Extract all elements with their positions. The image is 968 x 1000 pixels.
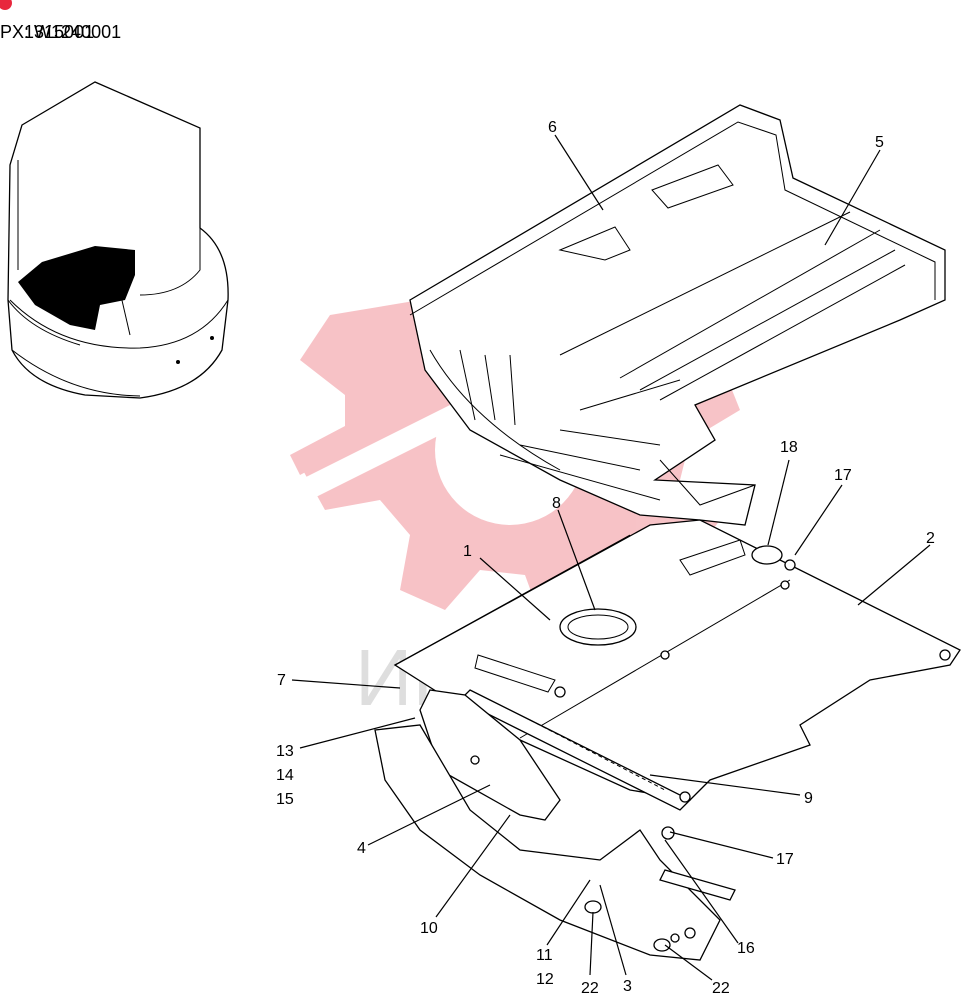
callout-5: 5 xyxy=(875,134,884,151)
callout-22-right: 22 xyxy=(712,980,730,997)
callout-18: 18 xyxy=(780,439,798,456)
callout-22-left: 22 xyxy=(581,980,599,997)
callout-12: 12 xyxy=(536,971,554,988)
callout-6: 6 xyxy=(548,119,557,136)
callout-13: 13 xyxy=(276,743,294,760)
callout-9: 9 xyxy=(804,790,813,807)
part-6-floor-mat xyxy=(409,104,946,526)
machine-inset-thumbnail xyxy=(7,81,229,399)
serial-number-2: PX1315001 xyxy=(0,22,95,42)
callout-labels: 1 2 3 4 5 6 7 8 9 10 11 12 13 14 15 16 1… xyxy=(276,119,935,997)
part-4-side-cover xyxy=(419,689,561,821)
serial-number-1: : W1240001 xyxy=(0,0,121,62)
callout-15: 15 xyxy=(276,791,294,808)
red-marker-icon xyxy=(0,0,12,10)
callout-17-lower: 17 xyxy=(776,851,794,868)
leader-lines xyxy=(291,134,931,981)
callout-7: 7 xyxy=(277,672,286,689)
callout-4: 4 xyxy=(357,840,366,857)
callout-11: 11 xyxy=(536,947,553,964)
callout-2: 2 xyxy=(926,530,935,547)
callout-14: 14 xyxy=(276,767,294,784)
callout-3: 3 xyxy=(623,978,632,995)
callout-8: 8 xyxy=(552,495,561,512)
callout-1: 1 xyxy=(463,543,472,560)
callout-10: 10 xyxy=(420,920,438,937)
callout-17-upper: 17 xyxy=(834,467,852,484)
part-8-gasket xyxy=(559,608,637,646)
callout-16: 16 xyxy=(737,940,755,957)
